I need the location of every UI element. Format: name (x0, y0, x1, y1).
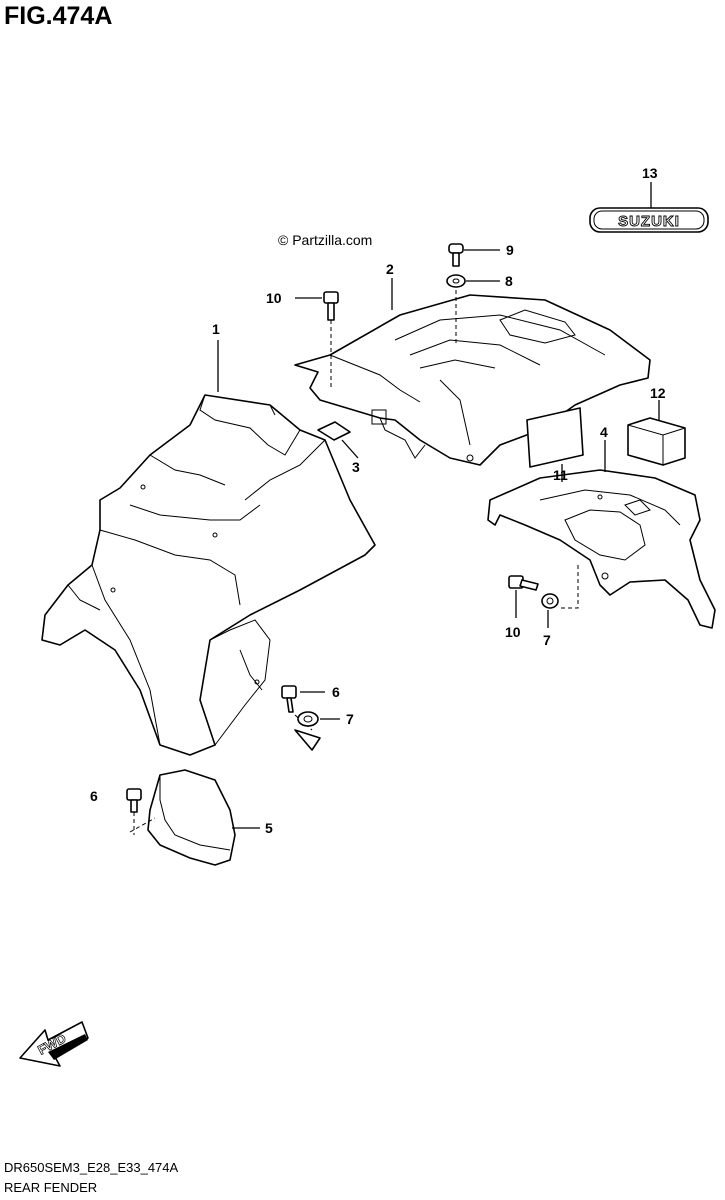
callout-7-upper: 7 (346, 711, 354, 727)
part-10-bolt-upper (295, 291, 339, 390)
emblem-text: SUZUKI (618, 213, 680, 230)
callout-13: 13 (642, 165, 658, 181)
part-9-screw (448, 243, 500, 267)
part-4-bracket (487, 440, 716, 629)
callout-9: 9 (506, 242, 514, 258)
part-5-mudflap (129, 769, 260, 866)
callout-10-upper: 10 (266, 290, 282, 306)
fwd-arrow-icon: FWD (19, 1021, 89, 1067)
part-3-clip (317, 421, 359, 459)
callout-7-lower: 7 (543, 632, 551, 648)
callout-5: 5 (265, 820, 273, 836)
callout-12: 12 (650, 385, 666, 401)
watermark: © Partzilla.com (278, 232, 373, 248)
callout-10-lower: 10 (505, 624, 521, 640)
callout-8: 8 (505, 273, 513, 289)
part-1-inner-fender (41, 340, 376, 756)
part-7-nut-lower (541, 565, 579, 628)
part-2-rear-fender (294, 278, 651, 466)
callout-1: 1 (212, 321, 220, 337)
callout-11: 11 (553, 467, 568, 483)
callout-2: 2 (386, 261, 394, 277)
callout-6-upper: 6 (332, 684, 340, 700)
figure-name: REAR FENDER (4, 1180, 98, 1195)
figure-code: DR650SEM3_E28_E33_474A (4, 1160, 179, 1175)
figure-title: FIG.474A (4, 2, 113, 30)
callout-3: 3 (352, 459, 360, 475)
part-11-reflector (526, 407, 584, 482)
part-6-bolt-lower (126, 788, 142, 835)
callout-6-lower: 6 (90, 788, 98, 804)
part-12-block (627, 400, 686, 466)
part-7-nut-upper (294, 711, 340, 751)
part-13-emblem: SUZUKI (589, 182, 709, 233)
part-10-bolt-lower (508, 575, 539, 618)
part-8-washer (446, 274, 500, 345)
callout-4: 4 (600, 424, 608, 440)
